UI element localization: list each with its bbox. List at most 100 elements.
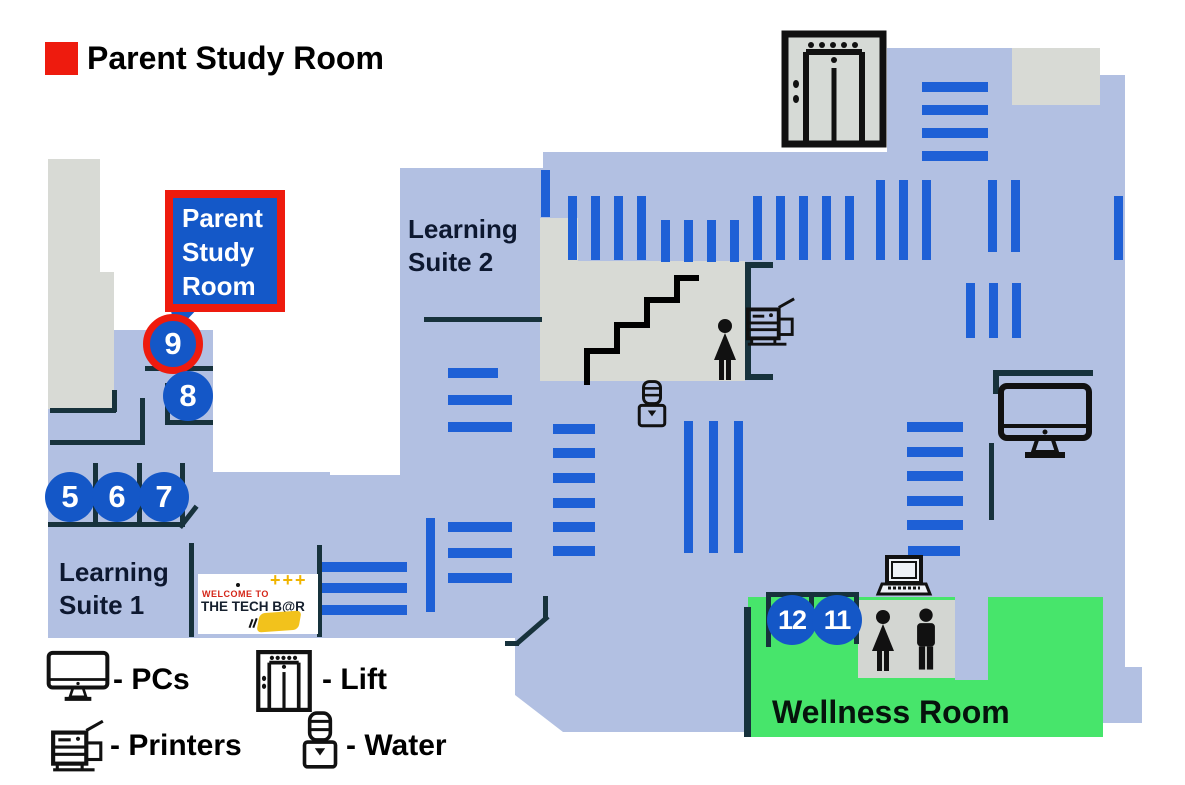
shelf-stripe: [448, 395, 512, 405]
dot: [236, 583, 240, 587]
wall-segment: [165, 420, 213, 425]
shelf-stripe: [448, 548, 512, 558]
shelf-stripe: [707, 220, 716, 262]
structure-block: [1012, 48, 1100, 105]
shelf-stripe: [907, 447, 963, 457]
shelf-stripe: [614, 196, 623, 260]
printer-icon: [51, 719, 104, 772]
shelf-stripe: [845, 196, 854, 260]
shelf-stripe: [426, 518, 435, 612]
wall-segment: [993, 370, 999, 394]
shelf-stripe: [822, 196, 831, 260]
wall-segment: [112, 390, 117, 412]
learning-suite-2-label: Learning Suite 2: [408, 213, 518, 279]
shelf-stripe: [553, 448, 595, 458]
shelf-stripe: [907, 422, 963, 432]
shelf-stripe: [776, 196, 785, 260]
woman-icon: [714, 319, 736, 380]
shelf-stripe: [966, 283, 975, 338]
tech-bar-name: THE TECH B@R: [201, 599, 305, 614]
wall-segment: [50, 440, 145, 445]
restroom-block: [858, 600, 955, 678]
legend-water-label: - Water: [346, 729, 447, 762]
shelf-stripe: [322, 605, 407, 615]
shelf-stripe: [922, 82, 988, 92]
shelf-stripe: [322, 583, 407, 593]
tech-bar-hand: [256, 610, 302, 633]
shelf-stripe: [922, 105, 988, 115]
tech-bar-welcome: WELCOME TO: [202, 589, 269, 599]
parent-box-line3: Room: [182, 271, 256, 301]
shelf-stripe: [684, 220, 693, 262]
marker-9: 9: [143, 314, 203, 374]
marker-7: 7: [139, 472, 189, 522]
shelf-stripe: [448, 522, 512, 532]
pc-icon: [998, 383, 1092, 458]
shelf-stripe: [922, 128, 988, 138]
wall-segment: [744, 607, 751, 737]
floor-area: [515, 595, 748, 732]
shelf-stripe: [322, 562, 407, 572]
marker-6: 6: [92, 472, 142, 522]
shelf-stripe: [553, 546, 595, 556]
shelf-stripe: [553, 424, 595, 434]
legend-printers-label: - Printers: [110, 729, 242, 762]
man-icon: [917, 608, 935, 670]
floor-area: [955, 597, 988, 680]
wall-segment: [48, 522, 185, 527]
stairs-icon: [584, 275, 699, 385]
shelf-stripe: [541, 170, 550, 217]
shelf-stripe: [448, 368, 498, 378]
shelf-stripe: [448, 422, 512, 432]
shelf-stripe: [908, 546, 960, 556]
marker-5: 5: [45, 472, 95, 522]
legend-pcs-label: - PCs: [113, 663, 190, 696]
laptop-icon: [875, 555, 933, 596]
shelf-stripe: [876, 180, 885, 260]
learning-suite-2-line1: Learning: [408, 214, 518, 244]
shelf-stripe: [553, 473, 595, 483]
shelf-stripe: [684, 421, 693, 553]
shelf-stripe: [988, 180, 997, 252]
shelf-stripe: [922, 151, 988, 161]
parent-study-room-box: Parent Study Room: [165, 190, 285, 312]
marker-8: 8: [163, 371, 213, 421]
wall-segment: [50, 408, 116, 413]
shelf-stripe: [568, 196, 577, 260]
wall-segment: [140, 398, 145, 445]
shelf-stripe: [1114, 196, 1123, 260]
shelf-stripe: [553, 522, 595, 532]
wall-segment: [189, 543, 194, 637]
structure-block: [48, 272, 114, 409]
shelf-stripe: [989, 283, 998, 338]
shelf-stripe: [591, 196, 600, 260]
structure-block: [48, 159, 100, 272]
shelf-stripe: [899, 180, 908, 260]
woman-icon: [872, 610, 894, 671]
shelf-stripe: [730, 220, 739, 262]
stairwell-block: [540, 261, 745, 381]
legend-lift-label: - Lift: [322, 663, 387, 696]
shelf-stripe: [907, 471, 963, 481]
shelf-stripe: [753, 196, 762, 260]
water-icon: [302, 711, 338, 769]
floor-area: [1103, 667, 1142, 723]
learning-suite-1-line1: Learning: [59, 557, 169, 587]
learning-suite-1-label: Learning Suite 1: [59, 556, 169, 622]
shelf-stripe: [799, 196, 808, 260]
shelf-stripe: [907, 496, 963, 506]
learning-suite-2-line2: Suite 2: [408, 247, 494, 277]
wall-segment: [505, 641, 519, 646]
shelf-stripe: [922, 180, 931, 260]
printer-icon: [745, 297, 795, 346]
wall-segment: [993, 370, 1093, 376]
lift-icon: [781, 30, 887, 148]
shelf-stripe: [907, 520, 963, 530]
floor-area: [1100, 75, 1125, 153]
parent-box-line1: Parent: [182, 203, 263, 233]
wall-segment: [424, 317, 542, 322]
marker-12: 12: [767, 595, 817, 645]
learning-suite-1-line2: Suite 1: [59, 590, 145, 620]
